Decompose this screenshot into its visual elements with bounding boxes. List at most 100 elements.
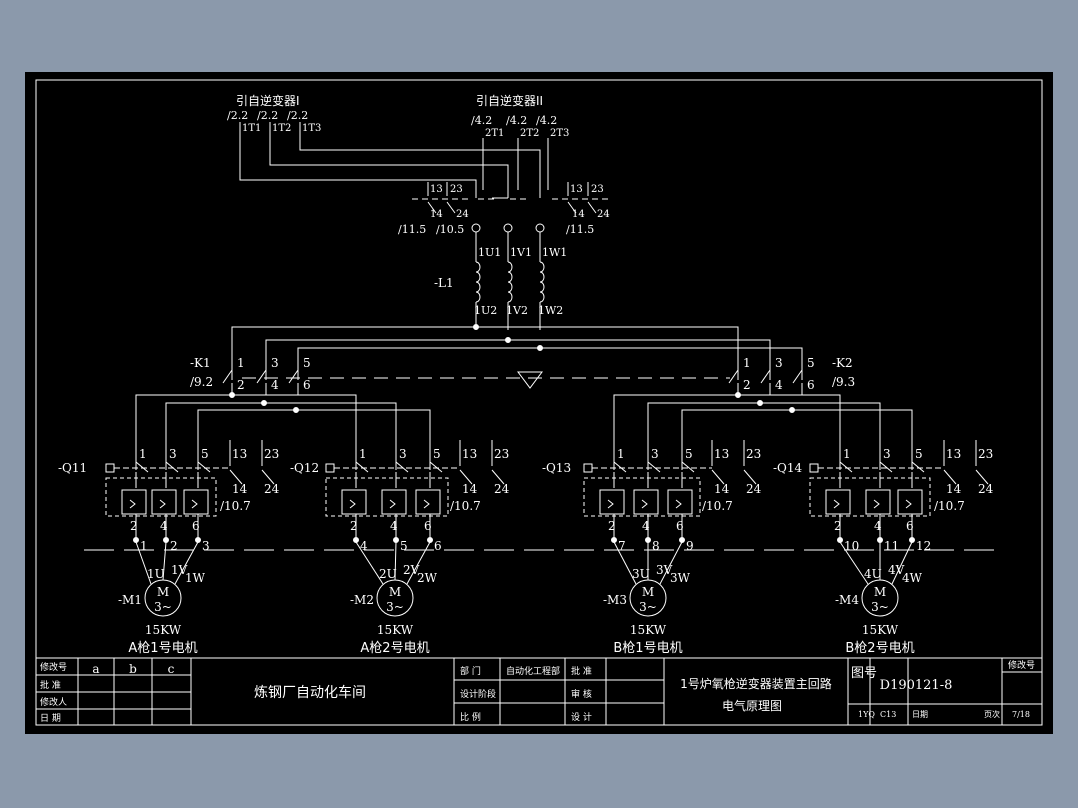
motor-phase-U: 1U [147,567,165,581]
motor-lead-W [891,541,913,585]
motor-power: 15KW [377,623,414,637]
junction-dot [505,337,511,343]
motor-description: B枪2号电机 [845,640,914,656]
K1-out-U2 [232,394,357,470]
reactor-coil [507,261,513,303]
breaker-aux-bottom: 24 [264,482,280,496]
breaker-blade [355,461,369,473]
breaker-blade [681,461,695,473]
contactor-bottom-terminal: 6 [303,378,311,392]
breaker-aux-blade [459,469,473,485]
breaker-dashed-box [105,477,217,517]
contactor-bottom-terminal: 2 [743,378,751,392]
contactor-blade [256,369,267,384]
terminal-dot [645,537,651,543]
breaker-blade [613,461,627,473]
contactor-label: -K1 [190,356,211,370]
breaker-label: -Q14 [773,461,803,475]
breaker-blade [647,461,661,473]
breaker-blade [879,461,893,473]
breaker-bottom-terminal: 4 [390,519,398,533]
drawing-title: 1号炉氧枪逆变器装置主回路 [680,676,832,691]
trip-symbol [191,499,198,509]
drawing-subtitle: 电气原理图 [722,698,782,713]
breaker-aux-ref: /10.7 [450,499,481,513]
reactor-top-terminal: 1V1 [510,246,532,259]
motor-phase-W: 1W [185,571,206,585]
breaker-trip-unit [633,489,659,515]
breaker-trip-unit [865,489,891,515]
motor-terminal: 4 [360,539,368,553]
breaker-top-terminal: 5 [433,447,441,461]
aux-left-24: 24 [456,209,469,220]
breaker-handle [105,463,115,473]
breaker-top-terminal: 5 [915,447,923,461]
K2-out-U [613,394,738,470]
dept-value: 自动化工程部 [506,665,560,677]
breaker-aux-bottom: 14 [462,482,478,496]
aux-right-23: 23 [591,184,604,195]
motor-phase: 3~ [639,600,657,614]
junction-dot [229,392,235,398]
terminal-dot [837,537,843,543]
breaker-aux-bottom: 24 [746,482,762,496]
motor-label: -M2 [350,593,374,607]
code2: C13 [880,710,896,719]
workshop-name: 炼钢厂自动化车间 [254,684,366,701]
bus-V-right [508,339,771,380]
K1-out-V2 [264,402,397,470]
K2-out-W [681,409,792,470]
aux-contact-right-blade [567,201,577,214]
breaker-top-terminal: 3 [169,447,177,461]
bus-W [297,347,540,380]
contactor-blade [288,369,299,384]
breaker-aux-ref: /10.7 [934,499,965,513]
motor-terminal: 2 [170,539,178,553]
breaker-aux-blade [975,469,989,485]
motor-lead-W [406,541,431,585]
breaker-aux-bottom: 14 [946,482,962,496]
reactor-coil [539,261,545,303]
breaker-top-terminal: 1 [139,447,147,461]
breaker-aux-blade [711,469,725,485]
breaker-trip-unit [667,489,693,515]
terminal-dot [195,537,201,543]
motor-label: -M3 [603,593,627,607]
breaker-aux-bottom: 14 [714,482,730,496]
trip-symbol [641,499,648,509]
breaker-aux-ref: /10.7 [220,499,251,513]
terminal-circle [503,223,513,233]
drawing-number: D190121-8 [880,678,953,693]
breaker-trip-unit [121,489,147,515]
motor-phase-V: 1V [171,563,188,577]
contactor-blade [760,369,771,384]
breaker-aux-top: 23 [978,447,993,461]
motor-lead-W [174,541,199,585]
contactor-top-terminal: 5 [303,356,311,370]
inverter2-ref: /4.2 [471,114,492,127]
motor-description: B枪1号电机 [613,640,682,656]
junction-dot [261,400,267,406]
review-label: 审 核 [571,688,592,700]
motor-letter: M [389,585,401,599]
terminal-dot [909,537,915,543]
terminal-dot [611,537,617,543]
motor-label: -M1 [118,593,142,607]
breaker-aux-bottom: 14 [232,482,248,496]
trip-symbol [129,499,136,509]
motor-phase-U: 2U [379,567,397,581]
breaker-blade [197,461,211,473]
junction-dot [789,407,795,413]
trip-symbol [675,499,682,509]
motor-phase: 3~ [154,600,172,614]
breaker-bottom-terminal: 2 [608,519,616,533]
aux-left-14: 14 [430,209,443,220]
rev-c: c [168,662,175,676]
contactor-top-terminal: 3 [775,356,783,370]
breaker-aux-top: 13 [946,447,961,461]
inverter2-ref: /4.2 [536,114,557,127]
motor-power: 15KW [145,623,182,637]
aux-right-24: 24 [597,209,610,220]
aux-right-14: 14 [572,209,585,220]
breaker-top-terminal: 1 [617,447,625,461]
